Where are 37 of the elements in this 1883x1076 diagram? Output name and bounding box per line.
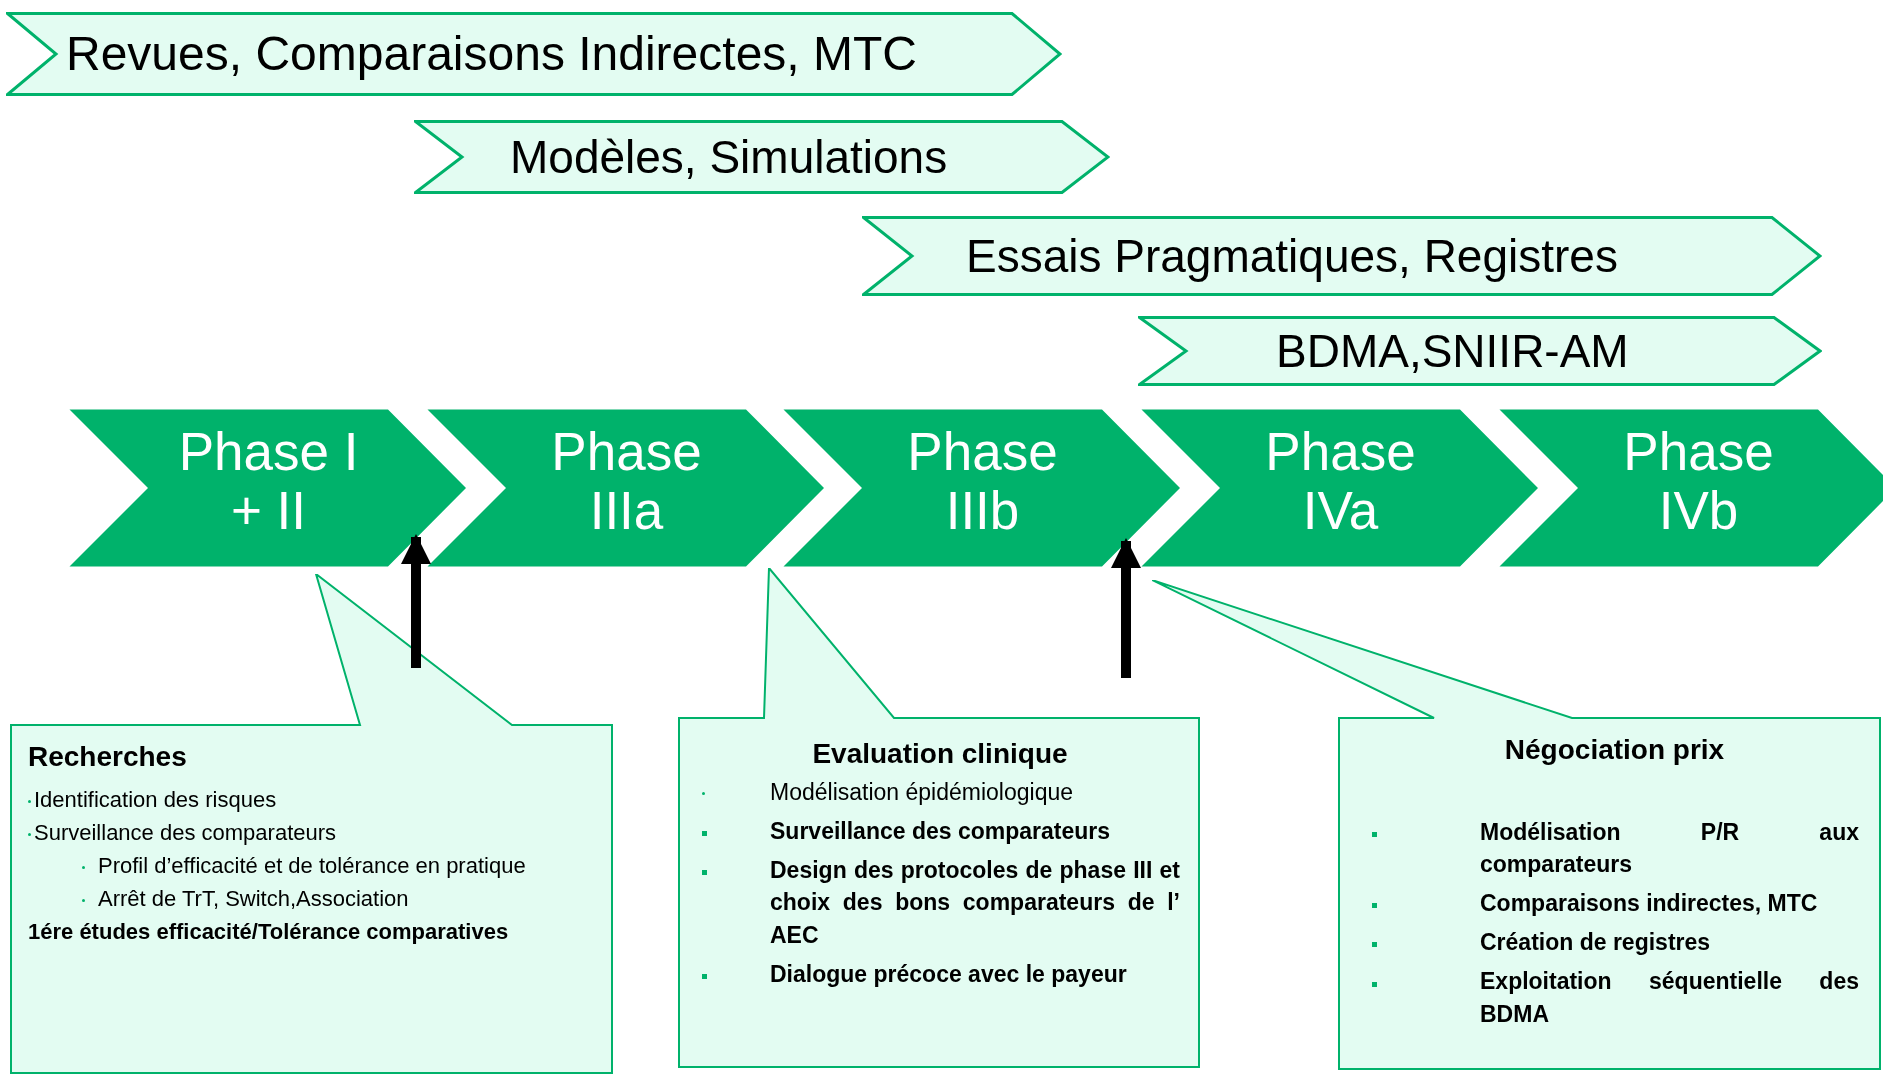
- phase-label: Phase I + II: [177, 422, 360, 541]
- bullet-text: Identification des risques: [34, 787, 278, 814]
- phase-label: Phase IIIb: [906, 422, 1059, 541]
- phase-box: [68, 408, 468, 568]
- bullet-text: Modélisation épidémiologique: [770, 778, 1075, 807]
- phase-box: [426, 408, 826, 568]
- banner-box: [414, 120, 1110, 194]
- bullet-text: 1ére études efficacité/Tolérance comparatives: [28, 918, 510, 946]
- band-label: Revues, Comparaisons Indirectes, MTC: [66, 30, 917, 78]
- banner-box: [6, 12, 1062, 96]
- bullet-text: Surveillance des comparateurs: [770, 817, 1112, 847]
- phase-label: Phase IVa: [1264, 422, 1417, 541]
- callout-box: [678, 568, 1200, 1068]
- phase-label: Phase IVb: [1622, 422, 1775, 541]
- bullet-text: Dialogue précoce avec le payeur: [770, 959, 1128, 989]
- callout-box: [10, 574, 613, 1074]
- phase-label: Phase IIIa: [550, 422, 703, 541]
- callout-heading: Evaluation clinique: [811, 738, 1069, 770]
- bullet-text: Comparaisons indirectes, MTC: [1480, 889, 1819, 919]
- bullet-text: Modélisation P/R aux comparateurs: [1480, 818, 1859, 880]
- arrow: [1111, 538, 1141, 678]
- bullet-text: Profil d’efficacité et de tolérance en pratique: [98, 852, 527, 880]
- bullet-text: Arrêt de TrT, Switch,Association: [98, 885, 410, 913]
- callout-box: [1152, 580, 1881, 1070]
- banner-box: [862, 216, 1822, 296]
- bullet-text: Surveillance des comparateurs: [34, 820, 338, 847]
- banner-box: [1138, 316, 1822, 386]
- bullet-text: Création de registres: [1480, 928, 1712, 958]
- arrow: [401, 534, 431, 668]
- band-label: BDMA,SNIIR-AM: [1276, 328, 1629, 374]
- phase-box: [1498, 408, 1883, 568]
- callout-heading: Négociation prix: [1503, 734, 1726, 766]
- phase-box: [1140, 408, 1540, 568]
- callout-heading: Recherches: [28, 741, 188, 773]
- band-label: Modèles, Simulations: [510, 134, 948, 180]
- bullet-text: Exploitation séquentielle des BDMA: [1480, 967, 1859, 1029]
- bullet-text: Design des protocoles de phase III et choix des bons comparateurs de l’ AEC: [770, 856, 1180, 950]
